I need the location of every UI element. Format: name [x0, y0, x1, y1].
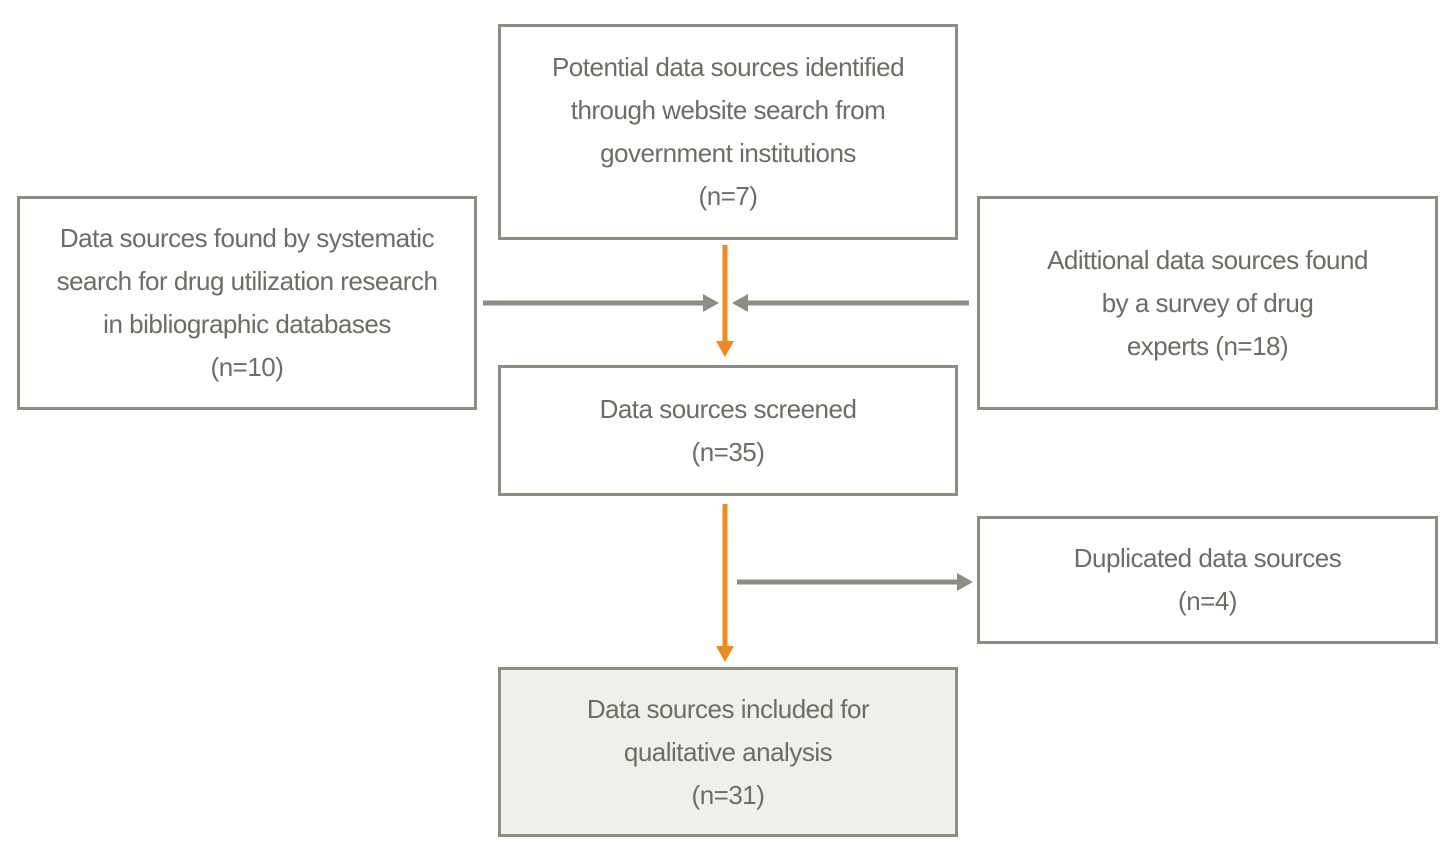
node-text-line: in bibliographic databases	[103, 309, 391, 339]
node-bibliographic-sources: Data sources found by systematic search …	[17, 196, 477, 410]
node-count: (n=35)	[691, 436, 765, 467]
node-text-line: Adittional data sources found	[1047, 244, 1368, 275]
node-count: (n=31)	[691, 779, 765, 810]
node-count: (n=7)	[698, 181, 758, 211]
node-government-sources: Potential data sources identified throug…	[498, 24, 958, 240]
node-survey-sources: Adittional data sources found by a surve…	[977, 196, 1438, 410]
arrow-government-to-screened	[716, 245, 734, 357]
arrow-screened-to-included	[716, 504, 734, 662]
node-count: (n=10)	[210, 352, 284, 382]
node-duplicated-sources: Duplicated data sources (n=4)	[977, 516, 1438, 644]
node-screened-sources: Data sources screened (n=35)	[498, 365, 958, 496]
node-text-line: by a survey of drug	[1101, 287, 1314, 318]
node-text-line: search for drug utilization research	[56, 266, 438, 296]
node-text-line: through website search from	[570, 95, 886, 125]
node-count: (n=4)	[1178, 586, 1237, 616]
arrow-survey-to-screened	[732, 294, 969, 312]
node-text-line: Potential data sources identified	[551, 52, 905, 82]
node-text-line: experts (n=18)	[1126, 330, 1289, 361]
node-text-line: Data sources found by systematic	[59, 223, 435, 253]
node-text-line: qualitative analysis	[623, 736, 833, 767]
arrow-screened-to-duplicated	[737, 573, 973, 591]
arrow-bibliographic-to-screened	[483, 294, 719, 312]
node-text-line: government institutions	[600, 138, 856, 168]
node-text-line: Data sources screened	[599, 393, 857, 424]
node-text-line: Duplicated data sources	[1073, 543, 1342, 573]
node-text-line: Data sources included for	[586, 693, 870, 724]
node-included-sources: Data sources included for qualitative an…	[498, 667, 958, 837]
